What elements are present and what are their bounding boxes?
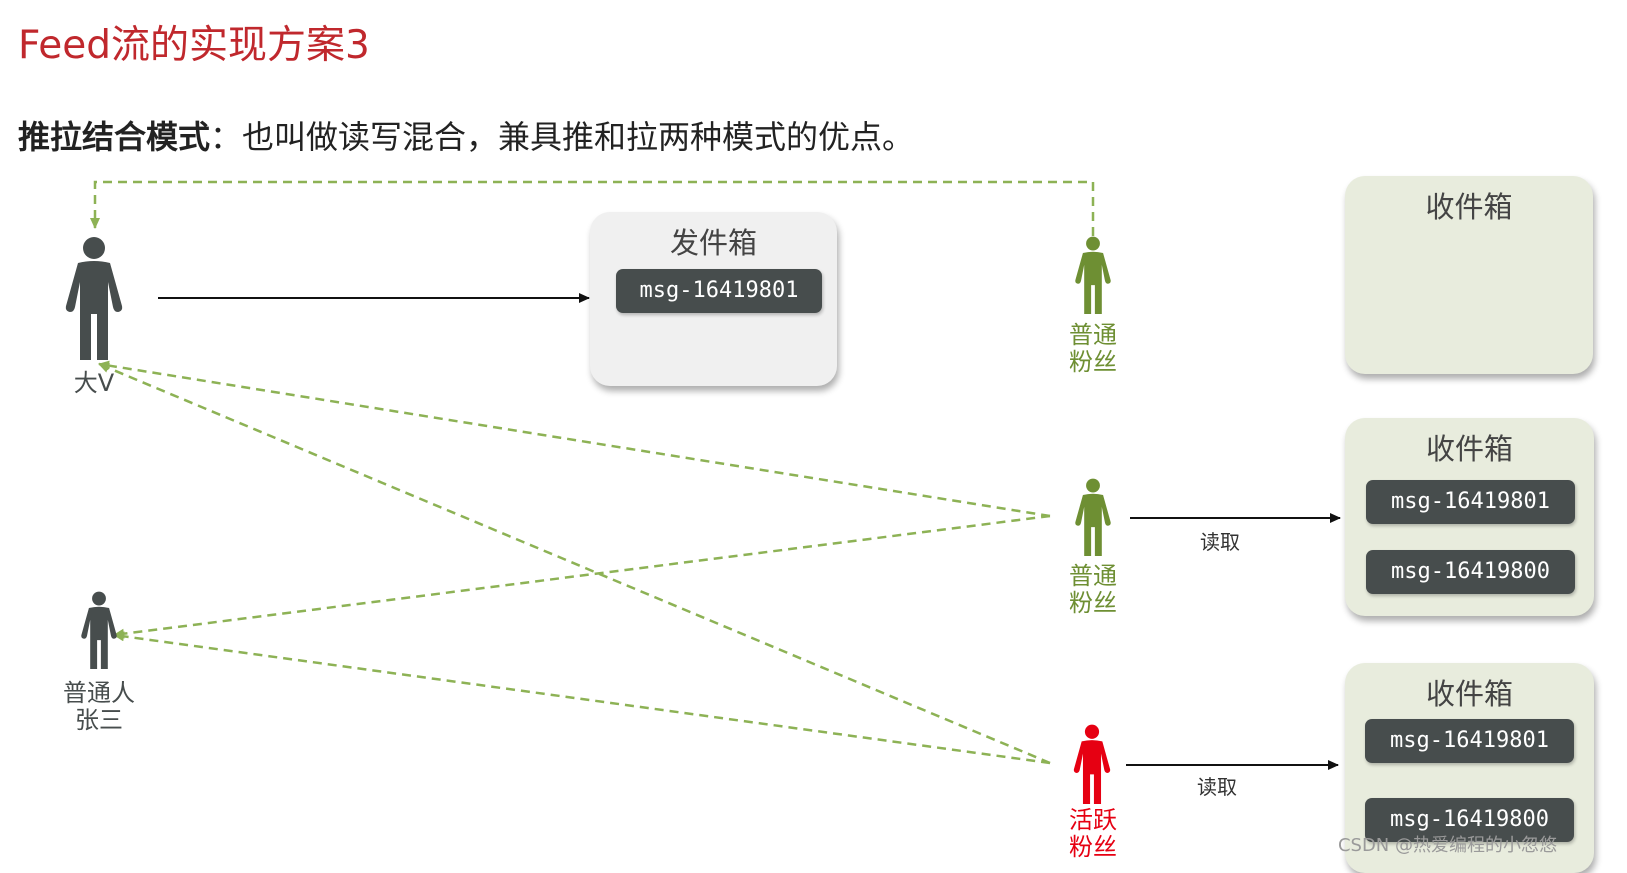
fan-active-label-line1: 活跃 bbox=[1069, 806, 1117, 834]
fan-active-label-line2: 粉丝 bbox=[1069, 833, 1117, 861]
inbox-bottom: 收件箱 msg-16419801 msg-16419800 bbox=[1345, 663, 1594, 873]
fan-top-label-line2: 粉丝 bbox=[1069, 348, 1117, 376]
subtitle-bold: 推拉结合模式 bbox=[18, 118, 211, 156]
inbox-message: msg-16419800 bbox=[1366, 550, 1575, 594]
fan-top-label-line1: 普通 bbox=[1069, 321, 1117, 349]
inbox-message: msg-16419801 bbox=[1366, 480, 1575, 524]
outbox-title: 发件箱 bbox=[669, 226, 757, 260]
person-icon bbox=[1073, 724, 1111, 804]
inbox-middle: 收件箱 msg-16419801 msg-16419800 bbox=[1345, 418, 1594, 616]
read-label-mid: 读取 bbox=[1200, 530, 1240, 554]
pull-line-fan-active-to-zhangsan bbox=[113, 631, 1051, 765]
subtitle: 推拉结合模式：也叫做读写混合，兼具推和拉两种模式的优点。 bbox=[18, 112, 914, 158]
outbox-message: msg-16419801 bbox=[616, 269, 822, 313]
pull-line-fan-active-to-bigv bbox=[98, 362, 1051, 765]
pull-line-fan-mid-to-bigv bbox=[98, 360, 1051, 518]
pull-line-fan-mid-to-zhangsan bbox=[113, 514, 1051, 639]
inbox-title: 收件箱 bbox=[1425, 190, 1513, 224]
bigv-label: 大V bbox=[73, 369, 115, 397]
inbox-message: msg-16419800 bbox=[1365, 798, 1574, 842]
inbox-top: 收件箱 bbox=[1345, 176, 1593, 374]
person-icon bbox=[65, 237, 123, 360]
person-icon bbox=[1075, 236, 1111, 314]
subtitle-rest: ：也叫做读写混合，兼具推和拉两种模式的优点。 bbox=[210, 118, 915, 156]
outbox: 发件箱 msg-16419801 bbox=[590, 212, 837, 386]
fan-active-label: 活跃 粉丝 bbox=[1058, 807, 1128, 861]
inbox-message: msg-16419801 bbox=[1365, 719, 1574, 763]
zhangsan-label-line2: 张三 bbox=[75, 706, 123, 734]
inbox-title: 收件箱 bbox=[1425, 432, 1513, 466]
watermark: CSDN @热爱编程的小忽悠 bbox=[1337, 835, 1557, 856]
inbox-title: 收件箱 bbox=[1425, 677, 1513, 711]
read-label-active: 读取 bbox=[1197, 775, 1237, 799]
person-icon bbox=[81, 591, 117, 669]
person-icon bbox=[1075, 478, 1111, 556]
fan-mid-label-line1: 普通 bbox=[1069, 562, 1117, 590]
zhangsan-label-line1: 普通人 bbox=[63, 679, 135, 707]
fan-mid-label-line2: 粉丝 bbox=[1069, 589, 1117, 617]
fan-top-label: 普通 粉丝 bbox=[1058, 322, 1128, 376]
zhangsan-label: 普通人 张三 bbox=[49, 680, 149, 734]
fan-mid-label: 普通 粉丝 bbox=[1058, 563, 1128, 617]
page-title: Feed流的实现方案3 bbox=[18, 23, 370, 68]
